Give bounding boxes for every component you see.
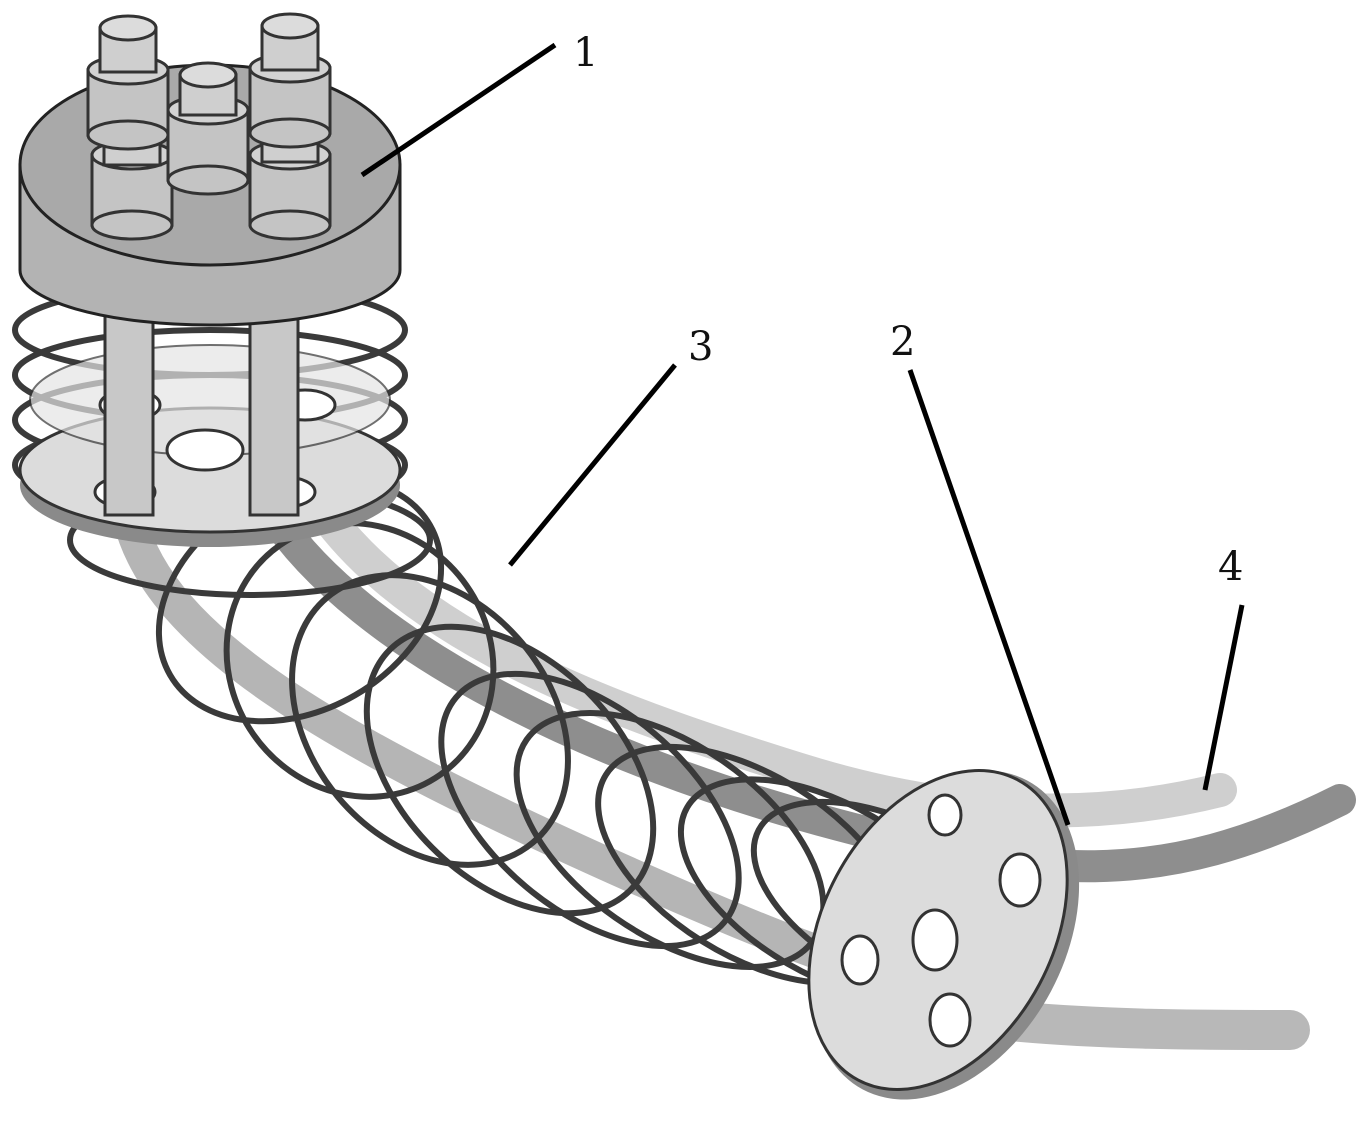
guide-hole — [165, 428, 245, 472]
disk-hole — [911, 908, 959, 972]
support-post — [103, 298, 155, 517]
callout-label-3: 3 — [688, 324, 713, 370]
rod-lower-exit — [980, 1000, 1310, 1050]
rod-light — [313, 503, 1237, 828]
callouts: 1 3 2 4 — [360, 30, 1245, 826]
disk-hole — [998, 852, 1042, 908]
coil-turn — [438, 670, 742, 950]
rods — [113, 494, 1356, 1050]
base-guide — [18, 298, 402, 547]
rod-dark — [254, 494, 1356, 883]
leader-line-4 — [1202, 604, 1245, 791]
callout-label-1: 1 — [573, 30, 598, 76]
support-post — [248, 298, 300, 517]
leader-line-1 — [360, 42, 557, 178]
disk-hole — [840, 934, 880, 986]
pin — [248, 12, 332, 149]
actuator-housing — [18, 12, 402, 327]
end-disk — [807, 768, 1080, 1100]
pin — [86, 14, 170, 151]
callout-label-2: 2 — [890, 319, 915, 365]
callout-label-4: 4 — [1218, 544, 1243, 590]
coil-turn — [223, 520, 497, 800]
leader-line-3 — [508, 363, 677, 567]
leader-line-2 — [907, 369, 1071, 826]
disk-hole — [927, 793, 963, 837]
disk-hole — [928, 992, 972, 1048]
actuator-pins — [86, 12, 332, 241]
pin — [166, 61, 250, 196]
